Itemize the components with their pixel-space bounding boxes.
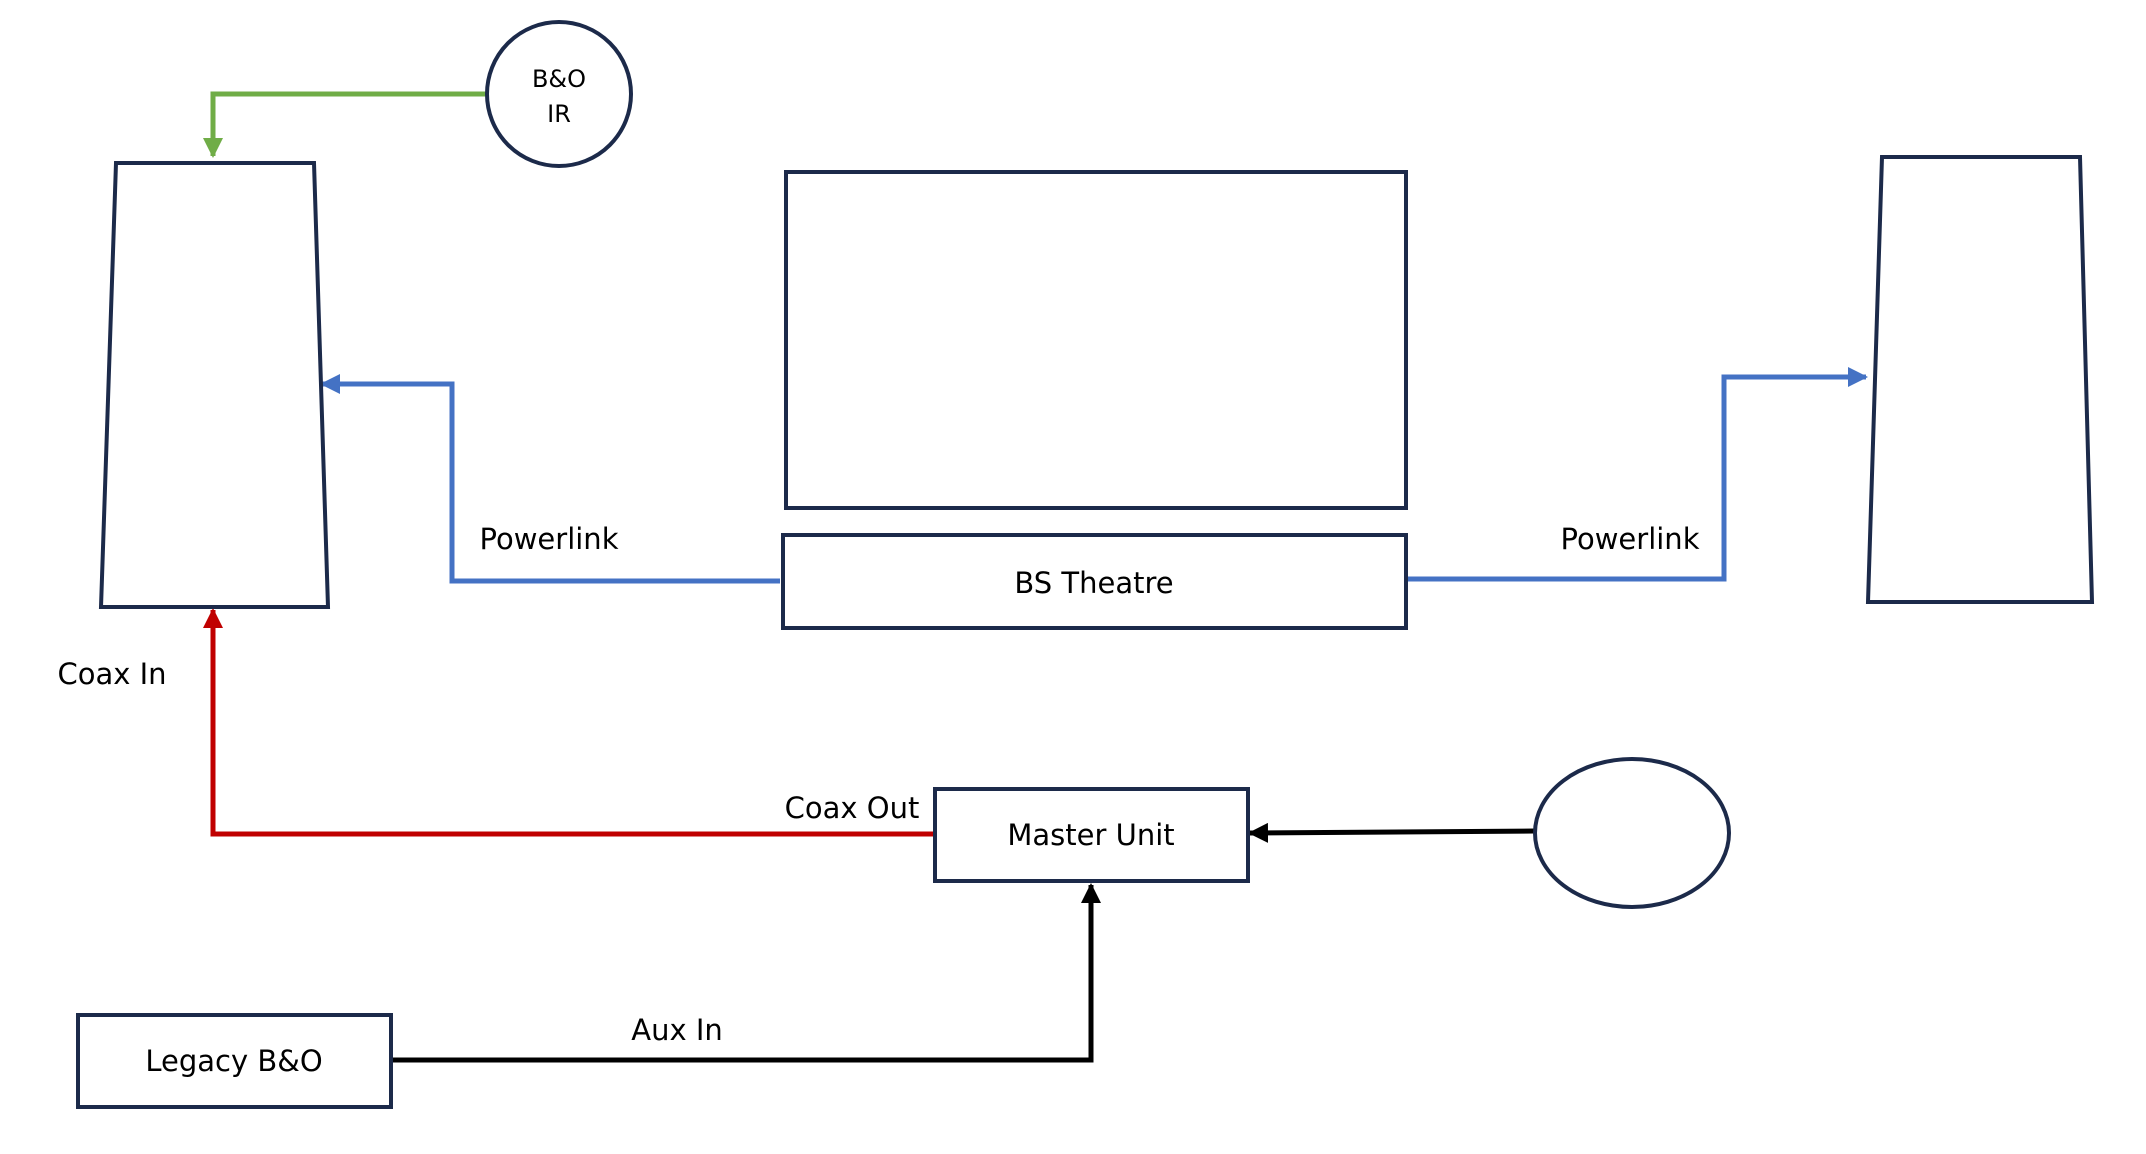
ir-receiver-label-line1: B&O [532,65,586,93]
ir-receiver-label-line2: IR [547,100,571,128]
tv-screen-node [784,170,1408,510]
left-speaker-node [98,161,331,609]
coax-in-label: Coax In [57,657,166,691]
powerlink-left-label: Powerlink [480,522,619,556]
powerlink-left-connector [320,374,780,584]
tv-screen-rect [784,170,1408,510]
source-to-master-connector [1248,822,1536,843]
ir-link-connector [203,91,487,158]
ir-receiver-node: B&O IR [485,20,633,168]
left-speaker-shape [98,161,331,609]
right-speaker-shape [1865,155,2095,604]
legacy-bo-node: Legacy B&O [76,1013,393,1109]
source-circle-node [1533,757,1731,909]
source-ellipse [1533,757,1731,909]
coax-out-label: Coax Out [785,791,920,825]
aux-in-connector [392,883,1101,1063]
right-speaker-node [1865,155,2095,604]
powerlink-right-label: Powerlink [1561,522,1700,556]
bs-theatre-rect [781,533,1408,630]
master-unit-rect [933,787,1250,883]
legacy-bo-rect [76,1013,393,1109]
bs-theatre-node: BS Theatre [781,533,1408,630]
powerlink-right-connector [1404,367,1868,582]
legacy-bo-label: Legacy B&O [145,1044,322,1078]
ir-receiver-circle [485,20,633,168]
coax-connector [203,608,933,837]
aux-in-label: Aux In [631,1013,723,1047]
bs-theatre-label: BS Theatre [1014,566,1173,600]
master-unit-label: Master Unit [1007,818,1174,852]
master-unit-node: Master Unit [933,787,1250,883]
